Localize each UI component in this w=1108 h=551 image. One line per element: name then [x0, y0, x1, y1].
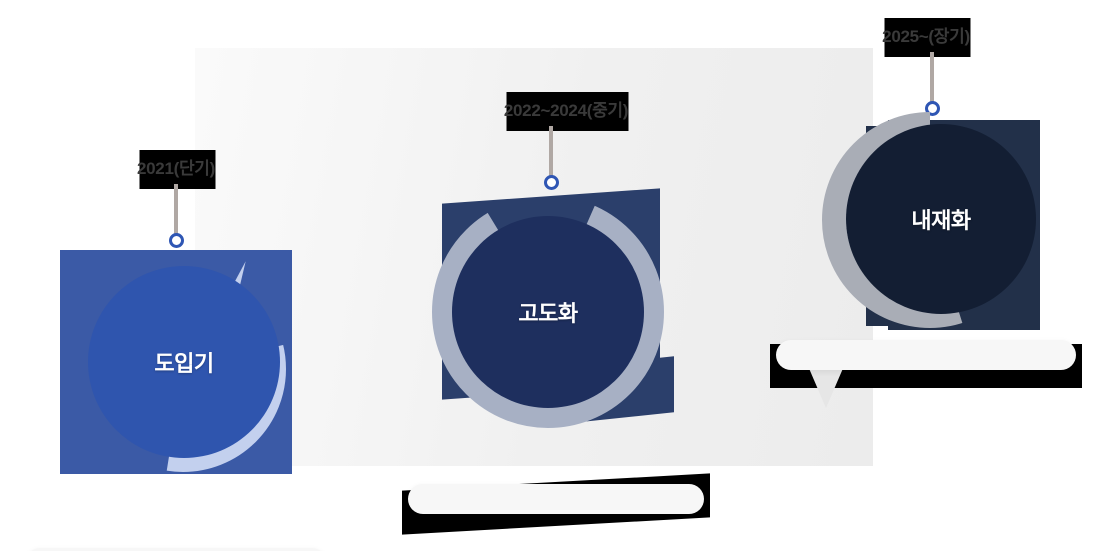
stage-3-period-label: 2025~(장기)	[756, 18, 1096, 57]
stage-3-core-label: 내재화	[911, 208, 971, 233]
stage-3-connector-line	[930, 52, 934, 108]
stage-2-shape-stack: 고도화	[396, 182, 736, 535]
stage-3-caption-pill[interactable]	[776, 340, 1076, 370]
stage-3-caption-tail-icon	[808, 366, 844, 408]
stage-3-shape-stack: 내재화	[756, 26, 1096, 408]
stage-2-caption-pill[interactable]	[408, 484, 704, 514]
stage-3-period-text: 2025~(장기)	[878, 18, 974, 57]
stage-1-connector-line	[174, 184, 178, 240]
stage-2-core-label: 고도화	[518, 301, 578, 326]
stage-2-connector-line	[549, 126, 553, 182]
stage-2-period-label: 2022~2024(중기)	[396, 92, 736, 131]
stage-1-shape-stack: 도입기	[6, 240, 346, 551]
stage-2-core-circle[interactable]: 고도화	[452, 216, 644, 408]
stage-1-period-text: 2021(단기)	[132, 150, 220, 189]
stage-1-period-label: 2021(단기)	[6, 150, 346, 189]
stage-1-core-circle[interactable]: 도입기	[88, 266, 280, 458]
stage-2-period-text: 2022~2024(중기)	[499, 92, 633, 131]
stage-1-caption-pill[interactable]	[26, 548, 326, 551]
stage-1-core-label: 도입기	[154, 351, 214, 376]
stage-1-connector-knob[interactable]	[169, 233, 184, 248]
stage-3-core-circle[interactable]: 내재화	[846, 124, 1036, 314]
stage-2-connector-knob[interactable]	[544, 175, 559, 190]
